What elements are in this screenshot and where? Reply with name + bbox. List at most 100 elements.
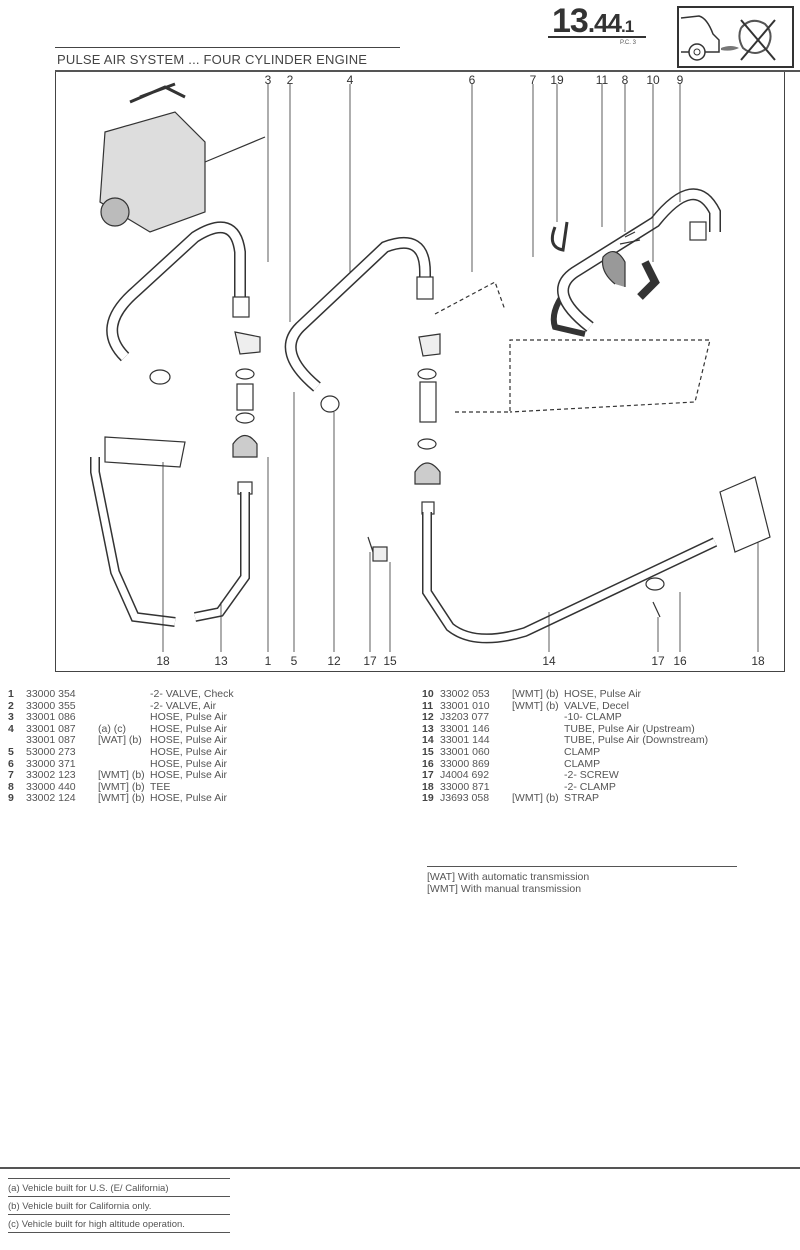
item-number: 15	[422, 745, 434, 758]
bottom-callout: 16	[673, 654, 687, 668]
item-number: 6	[8, 757, 14, 770]
part-number: 33001 010	[440, 699, 490, 712]
description: HOSE, Pulse Air	[150, 769, 228, 782]
description: STRAP	[564, 792, 600, 805]
item-number: 10	[422, 688, 434, 700]
description: HOSE, Pulse Air	[150, 734, 228, 747]
part-number: 33001 087	[26, 734, 76, 747]
bottom-callout: 12	[327, 654, 341, 668]
legend-wat: [WAT] With automatic transmission	[427, 871, 590, 883]
top-callout: 6	[468, 73, 476, 87]
top-callout: 9	[676, 73, 684, 87]
part-number: 33001 087	[26, 722, 76, 735]
qualifier	[98, 689, 150, 701]
part-number: 33000 355	[26, 699, 76, 712]
description: HOSE, Pulse Air	[564, 688, 642, 700]
part-number: 33002 053	[440, 688, 490, 700]
item-number: 3	[8, 711, 14, 724]
divider	[55, 70, 800, 72]
description: TUBE, Pulse Air (Downstream)	[564, 734, 709, 747]
section-underline	[548, 36, 646, 38]
part-row: 33001 087 [WAT] (b) HOSE, Pulse Air	[8, 735, 234, 747]
part-number: J3203 077	[440, 711, 490, 724]
item-number: 11	[422, 699, 434, 712]
section-major: 13	[552, 2, 589, 40]
qualifier	[98, 701, 150, 713]
qualifier	[512, 747, 564, 759]
part-number: 33002 123	[26, 769, 76, 782]
legend-rule	[427, 866, 737, 867]
item-number: 12	[422, 711, 434, 724]
engine-illustration	[99, 82, 266, 233]
qualifier	[512, 724, 564, 736]
description: TUBE, Pulse Air (Upstream)	[564, 722, 695, 735]
item-number: 9	[8, 792, 14, 805]
part-number: 33001 060	[440, 745, 490, 758]
part-number: 33001 146	[440, 722, 490, 735]
item-number: 19	[422, 792, 434, 805]
exploded-parts-diagram	[90, 82, 771, 652]
item-number: 7	[8, 769, 14, 782]
bottom-callout: 14	[542, 654, 556, 668]
description: -2- VALVE, Check	[150, 688, 234, 700]
part-row: 7 33002 123 [WMT] (b) HOSE, Pulse Air	[8, 770, 234, 782]
item-number: 2	[8, 699, 14, 712]
bottom-callout: 1	[264, 654, 272, 668]
description: -2- VALVE, Air	[150, 699, 217, 712]
part-number: 33001 086	[26, 711, 76, 724]
part-number: J4004 692	[440, 769, 490, 782]
qualifier: [WMT] (b)	[512, 792, 559, 805]
bottom-callout: 13	[214, 654, 228, 668]
part-number: 33002 124	[26, 792, 76, 805]
part-number: 33000 354	[26, 688, 76, 700]
part-number: 33000 869	[440, 757, 490, 770]
pc-label: P.C. 3	[620, 40, 636, 46]
top-callout: 8	[621, 73, 629, 87]
part-number: 53000 273	[26, 745, 76, 758]
footnote-b: (b) Vehicle built for California only.	[8, 1201, 230, 1215]
description: -10- CLAMP	[564, 711, 622, 724]
item-number: 5	[8, 745, 14, 758]
part-number: 33000 440	[26, 780, 76, 793]
footnote-a: (a) Vehicle built for U.S. (E/ Californi…	[8, 1183, 230, 1197]
item-number: 4	[8, 722, 14, 735]
legend-wmt: [WMT] With manual transmission	[427, 882, 582, 895]
top-callout: 7	[529, 73, 537, 87]
item-number: 8	[8, 780, 14, 793]
description: -2- SCREW	[564, 769, 619, 782]
item-number: 18	[422, 780, 434, 793]
qualifier: (a) (c)	[98, 722, 126, 735]
bottom-callout: 17	[651, 654, 665, 668]
top-callout: 2	[286, 73, 294, 87]
top-callout: 4	[346, 73, 354, 87]
qualifier	[512, 735, 564, 747]
exhaust-emission-icon	[677, 6, 794, 68]
bottom-callout: 5	[290, 654, 298, 668]
description: TEE	[150, 780, 171, 793]
diagram-frame	[55, 72, 785, 672]
description: -2- CLAMP	[564, 780, 616, 793]
qualifier: [WMT] (b)	[98, 769, 145, 782]
title-rule	[55, 47, 400, 48]
transmission-legend: [WAT] With automatic transmission [WMT] …	[427, 871, 590, 895]
part-number: 33001 144	[440, 734, 490, 747]
part-number: J3693 058	[440, 792, 490, 805]
footnote-c: (c) Vehicle built for high altitude oper…	[8, 1219, 230, 1233]
bottom-callout: 18	[751, 654, 765, 668]
section-number: 13.44.1	[552, 2, 634, 41]
description: HOSE, Pulse Air	[150, 745, 228, 758]
item-number: 16	[422, 757, 434, 770]
qualifier: [WAT] (b)	[98, 734, 142, 747]
page-title: PULSE AIR SYSTEM ... FOUR CYLINDER ENGIN…	[57, 52, 368, 67]
section-sub: .1	[620, 17, 634, 36]
